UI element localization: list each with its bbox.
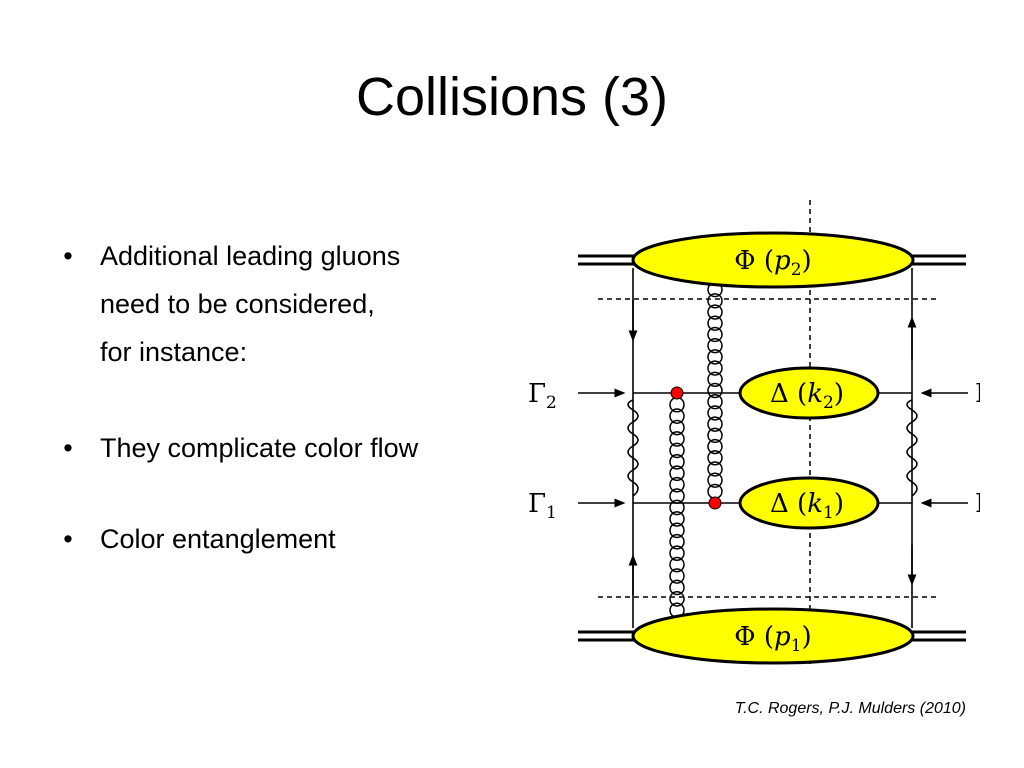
gluon-coil bbox=[707, 405, 723, 421]
slide-title: Collisions (3) bbox=[355, 67, 669, 127]
bullet-item: • Color entanglement bbox=[58, 515, 528, 563]
blob-phi-p1 bbox=[631, 607, 915, 665]
gluon-coil bbox=[669, 488, 685, 504]
gluon-coil bbox=[669, 431, 685, 447]
gluon-coil bbox=[707, 382, 723, 399]
blob-label-phi-p1: Φ (p1) bbox=[734, 622, 811, 656]
gluon-coil bbox=[669, 442, 685, 459]
gluon-coil bbox=[707, 427, 723, 444]
gluon-coil bbox=[669, 522, 685, 539]
feynman-diagram: Φ (p2) Φ (p1) Δ (k2) Δ (k1) Γ2 Γ1 Γ * 2 … bbox=[528, 200, 980, 668]
gluon-coil bbox=[707, 315, 723, 331]
bullet-list: • Additional leading gluons need to be c… bbox=[58, 232, 528, 563]
blob-label-phi-p2: Φ (p2) bbox=[734, 246, 811, 280]
bullet-dot-icon: • bbox=[63, 433, 73, 463]
hadron-lines bbox=[578, 254, 966, 642]
gluon-coil bbox=[707, 349, 723, 365]
photon-line-left bbox=[627, 399, 639, 497]
vertex-dot-upper bbox=[670, 386, 684, 400]
svg-text:Γ: Γ bbox=[975, 379, 980, 409]
bullet-line: for instance: bbox=[100, 337, 248, 367]
bullet-line: Color entanglement bbox=[100, 524, 336, 554]
gluon-coil bbox=[707, 371, 723, 387]
gluon-coil bbox=[707, 461, 723, 477]
gluon-coil bbox=[669, 476, 685, 493]
label-gamma-2-conj: Γ * 2 bbox=[975, 379, 980, 409]
gluon-coil bbox=[707, 337, 723, 354]
gluon-coil bbox=[669, 579, 685, 596]
gluon-line-short bbox=[669, 396, 685, 619]
quark-lines bbox=[632, 268, 913, 628]
gluon-coil bbox=[707, 416, 723, 432]
label-gamma-2: Γ2 bbox=[528, 379, 557, 413]
gluon-coil bbox=[707, 472, 723, 488]
photon-line-right bbox=[906, 399, 918, 497]
gluon-coil bbox=[669, 568, 685, 584]
gluon-coil bbox=[707, 326, 723, 343]
gluon-coil bbox=[669, 408, 685, 424]
gluon-coil bbox=[669, 511, 685, 527]
blob-delta-k1 bbox=[738, 476, 880, 530]
gluon-coil bbox=[669, 465, 685, 482]
gluon-line-long bbox=[707, 281, 723, 500]
citation: T.C. Rogers, P.J. Mulders (2010) bbox=[734, 700, 966, 717]
gluon-coil bbox=[707, 450, 723, 466]
blob-delta-k2 bbox=[738, 366, 880, 420]
blob-label-delta-k1: Δ (k1) bbox=[770, 489, 844, 523]
bullet-line: They complicate color flow bbox=[100, 433, 419, 463]
bullet-dot-icon: • bbox=[63, 241, 73, 271]
gluon-coil bbox=[707, 293, 723, 309]
label-gamma-1: Γ1 bbox=[528, 489, 557, 523]
gluon-coil bbox=[707, 394, 723, 410]
blob-phi-p2 bbox=[631, 231, 915, 289]
blob-label-delta-k2: Δ (k2) bbox=[770, 379, 844, 413]
gluon-coil bbox=[707, 304, 723, 320]
bullet-dot-icon: • bbox=[63, 524, 73, 554]
bullet-line: Additional leading gluons bbox=[100, 241, 401, 271]
gluon-coil bbox=[669, 453, 685, 470]
gluon-coil bbox=[669, 591, 685, 607]
gluon-coil bbox=[669, 533, 685, 550]
bullet-item: • They complicate color flow bbox=[58, 424, 528, 472]
gluon-coil bbox=[707, 360, 723, 376]
gluon-coil bbox=[669, 419, 685, 436]
svg-text:Γ: Γ bbox=[975, 489, 980, 519]
gluon-coil bbox=[669, 499, 685, 516]
gluon-coil bbox=[669, 556, 685, 573]
vertex-dot-lower bbox=[708, 496, 722, 510]
bullet-line: need to be considered, bbox=[100, 289, 375, 319]
gluon-coil bbox=[707, 438, 723, 455]
label-gamma-1-conj: Γ * 1 bbox=[975, 489, 980, 519]
bullet-item: • Additional leading gluons need to be c… bbox=[58, 232, 528, 376]
gluon-coil bbox=[669, 545, 685, 562]
